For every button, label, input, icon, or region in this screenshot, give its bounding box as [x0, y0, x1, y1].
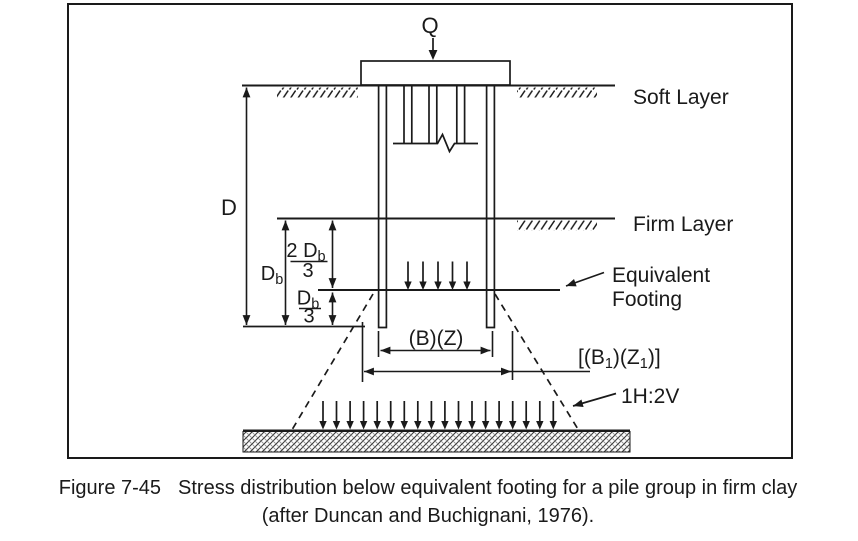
equivalent-footing-leader-arrow	[565, 271, 605, 287]
dimension-D-label: D	[221, 195, 237, 220]
dimension-BZ-label: (B)(Z)	[409, 327, 464, 350]
dimension-B1Z1-label: [(B1)(Z1)]	[578, 346, 661, 372]
dimension-Db-3-denominator: 3	[303, 306, 314, 328]
equivalent-footing-label-line1: Equivalent	[612, 264, 710, 287]
firm-layer-hatch	[517, 220, 597, 231]
load-arrow-icon	[428, 38, 438, 60]
figure-caption-line1: Figure 7-45 Stress distribution below equ…	[59, 477, 798, 499]
soft-layer-label: Soft Layer	[633, 86, 729, 109]
figure-caption-line2: (after Duncan and Buchignani, 1976).	[262, 505, 594, 527]
firm-layer-label: Firm Layer	[633, 213, 733, 236]
slope-label: 1H:2V	[621, 385, 679, 408]
slope-callout: 1H:2V	[572, 385, 679, 408]
pile-group	[377, 85, 496, 329]
figure-caption-number: Figure 7-45	[59, 477, 161, 499]
dimension-Db-3-numerator: Db	[297, 288, 320, 313]
bearing-stratum-bar	[242, 429, 631, 453]
figure-caption-title: Stress distribution below equivalent foo…	[178, 477, 797, 499]
pile-right	[485, 85, 496, 329]
spread-line-right	[494, 293, 580, 431]
dimension-Db-label: Db	[261, 263, 284, 288]
load-label: Q	[421, 13, 438, 38]
pile-cap	[360, 60, 511, 86]
inner-piles	[403, 85, 466, 143]
dimension-2Db-3: 2 Db 3	[286, 220, 337, 288]
dimension-Db: Db	[261, 220, 290, 325]
slope-leader-arrow	[572, 392, 617, 407]
equivalent-footing-callout: Equivalent Footing	[565, 264, 710, 311]
dimension-D: D	[221, 87, 251, 325]
dimension-2Db-3-numerator: 2 Db	[286, 240, 325, 265]
spread-line-left	[291, 293, 374, 430]
dimension-2Db-3-denominator: 3	[302, 260, 313, 282]
dimension-B1Z1: [(B1)(Z1)]	[361, 322, 661, 382]
ground-hatch-left	[277, 87, 358, 98]
dimension-Db-3: Db 3	[297, 288, 337, 328]
figure-border	[67, 3, 793, 459]
ground-hatch-right	[517, 87, 597, 98]
pile-left	[377, 85, 388, 329]
equivalent-footing-label-line2: Footing	[612, 288, 682, 311]
dimension-BZ: (B)(Z)	[377, 327, 494, 357]
pile-break-line	[393, 132, 478, 154]
